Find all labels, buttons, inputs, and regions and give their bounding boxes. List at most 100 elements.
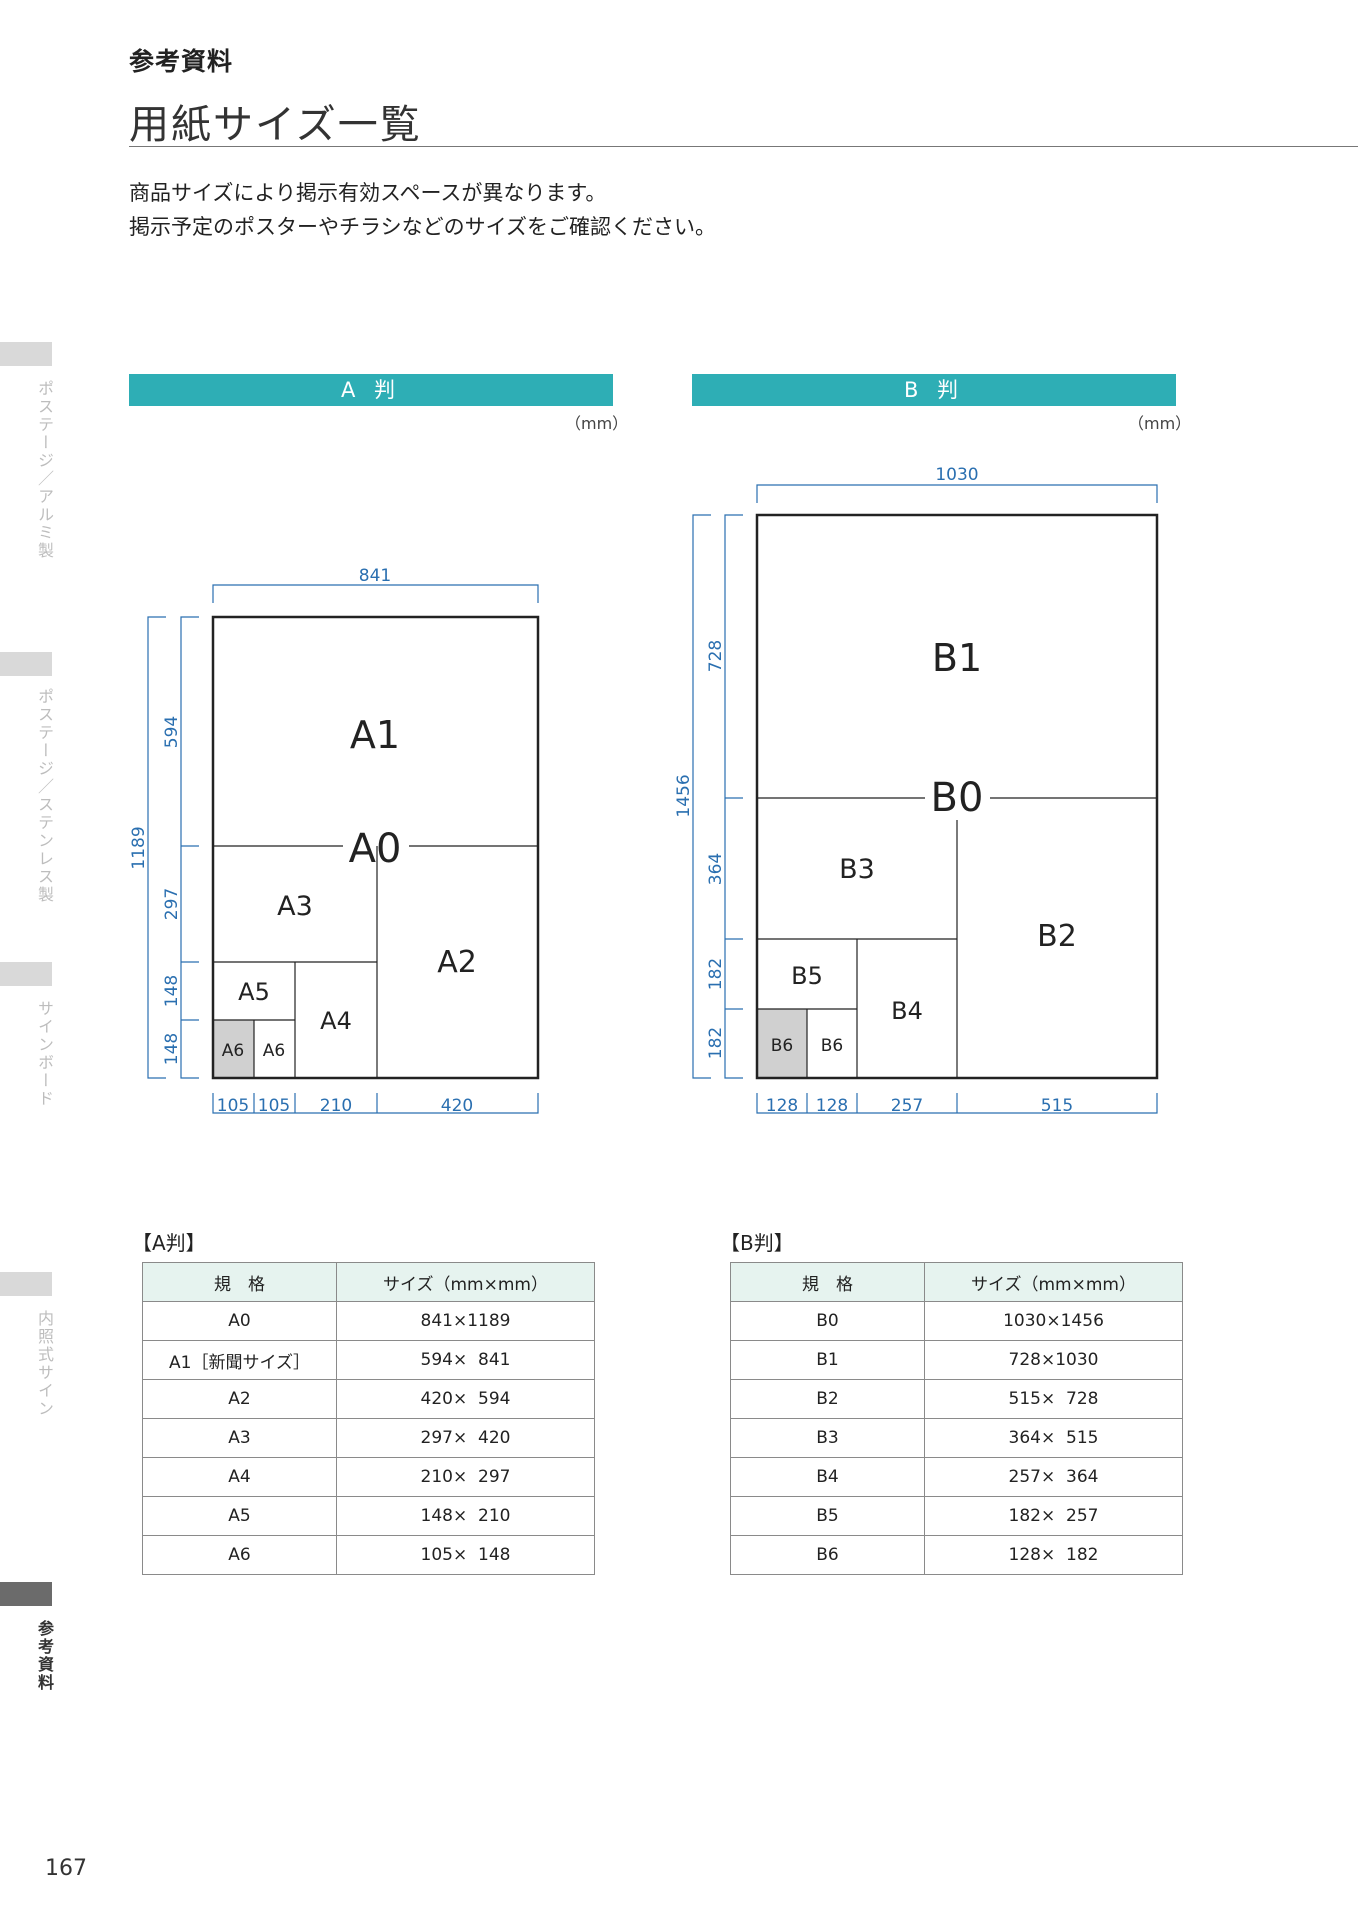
a0-label: A0 (349, 826, 402, 872)
sidebar-item-illuminated[interactable]: 内照式サイン (35, 1310, 54, 1418)
a-height-594-label: 594 (162, 716, 182, 748)
sidebar-tab-marker-stainless[interactable] (0, 652, 52, 676)
b2-label: B2 (1037, 919, 1077, 954)
b-height-182-label: 182 (706, 958, 726, 990)
a-size-labels: A1 A0 A3 A2 A5 A4 A6 A6 (222, 713, 477, 1061)
a3-label: A3 (277, 891, 313, 922)
b-height-364-label: 364 (706, 853, 726, 885)
column-header-spec: 規 格 (142, 1262, 337, 1302)
a-width-label: 841 (359, 566, 391, 586)
b6-label: B6 (821, 1036, 843, 1056)
a1-label: A1 (350, 713, 400, 757)
sidebar-tab-marker-reference[interactable] (0, 1582, 52, 1606)
a-series-unit: （mm） (565, 414, 629, 433)
a-dimension-labels: 841 1189 594 297 148 148 105 105 210 420 (129, 566, 473, 1116)
a-height-297-label: 297 (162, 888, 182, 920)
cell-spec: A0 (142, 1301, 337, 1341)
b-width-128-label: 128 (816, 1096, 848, 1116)
b1-label: B1 (932, 636, 982, 680)
b-height-728-label: 728 (706, 640, 726, 672)
table-row: A1［新聞サイズ］594× 841 (142, 1340, 595, 1380)
cell-size: 128× 182 (924, 1535, 1183, 1575)
cell-spec: A5 (142, 1496, 337, 1536)
a6-label: A6 (263, 1041, 285, 1061)
cell-size: 257× 364 (924, 1457, 1183, 1497)
a-series-header-bar: A 判 (129, 374, 613, 406)
page-title: 用紙サイズ一覧 (129, 102, 422, 148)
cell-spec: A4 (142, 1457, 337, 1497)
sidebar-item-reference[interactable]: 参考資料 (35, 1620, 54, 1692)
a-paper-divisions (211, 615, 540, 1080)
table-header-row: 規 格 サイズ（mm×mm） (730, 1262, 1183, 1302)
sidebar-tab-marker-signboard[interactable] (0, 962, 52, 986)
b-width-label: 1030 (935, 465, 978, 485)
cell-size: 1030×1456 (924, 1301, 1183, 1341)
a6-label: A6 (222, 1041, 244, 1061)
sidebar-item-stainless[interactable]: ポステージ／ステンレス製 (35, 688, 54, 904)
cell-spec: B4 (730, 1457, 925, 1497)
table-header-row: 規 格 サイズ（mm×mm） (142, 1262, 595, 1302)
a-height-148-label: 148 (162, 975, 182, 1007)
a5-label: A5 (238, 978, 270, 1006)
cell-size: 420× 594 (336, 1379, 595, 1419)
cell-spec: B0 (730, 1301, 925, 1341)
title-divider (129, 146, 1358, 147)
b-dimension-lines (692, 484, 1158, 1114)
cell-spec: B3 (730, 1418, 925, 1458)
b6-label: B6 (771, 1036, 793, 1056)
b-width-515-label: 515 (1041, 1096, 1073, 1116)
cell-spec: A2 (142, 1379, 337, 1419)
cell-size: 182× 257 (924, 1496, 1183, 1536)
intro-line-2: 掲示予定のポスターやチラシなどのサイズをご確認ください。 (129, 215, 716, 239)
cell-spec: B6 (730, 1535, 925, 1575)
a6-shaded-cell (213, 1020, 254, 1078)
a-height-label: 1189 (129, 826, 149, 869)
cell-spec: A1［新聞サイズ］ (142, 1340, 337, 1380)
page-number: 167 (45, 1856, 87, 1881)
cell-size: 728×1030 (924, 1340, 1183, 1380)
a-width-420-label: 420 (441, 1096, 473, 1116)
b-height-label: 1456 (674, 774, 694, 817)
b-width-128-label: 128 (766, 1096, 798, 1116)
sidebar-item-signboard[interactable]: サインボード (35, 1000, 54, 1108)
sidebar-item-aluminum[interactable]: ポステージ／アルミ製 (35, 380, 54, 560)
cell-size: 594× 841 (336, 1340, 595, 1380)
cell-size: 148× 210 (336, 1496, 595, 1536)
b5-label: B5 (791, 962, 823, 990)
a4-label: A4 (320, 1007, 352, 1035)
cell-spec: A3 (142, 1418, 337, 1458)
sidebar-tab-marker-illuminated[interactable] (0, 1272, 52, 1296)
b-series-header-bar: B 判 (692, 374, 1176, 406)
b6-shaded-cell (757, 1009, 807, 1078)
cell-spec: B1 (730, 1340, 925, 1380)
b-size-labels: B1 B0 B3 B2 B5 B4 B6 B6 (771, 636, 1077, 1056)
cell-spec: B5 (730, 1496, 925, 1536)
a-width-105-label: 105 (258, 1096, 290, 1116)
a-height-148-label: 148 (162, 1033, 182, 1065)
b3-label: B3 (839, 854, 875, 885)
cell-size: 210× 297 (336, 1457, 595, 1497)
column-header-spec: 規 格 (730, 1262, 925, 1302)
b-paper-divisions (755, 513, 1159, 1080)
cell-spec: B2 (730, 1379, 925, 1419)
a-table-caption: 【A判】 (132, 1231, 206, 1255)
sidebar-tab-marker-aluminum[interactable] (0, 342, 52, 366)
cell-size: 364× 515 (924, 1418, 1183, 1458)
column-header-size: サイズ（mm×mm） (924, 1262, 1183, 1302)
